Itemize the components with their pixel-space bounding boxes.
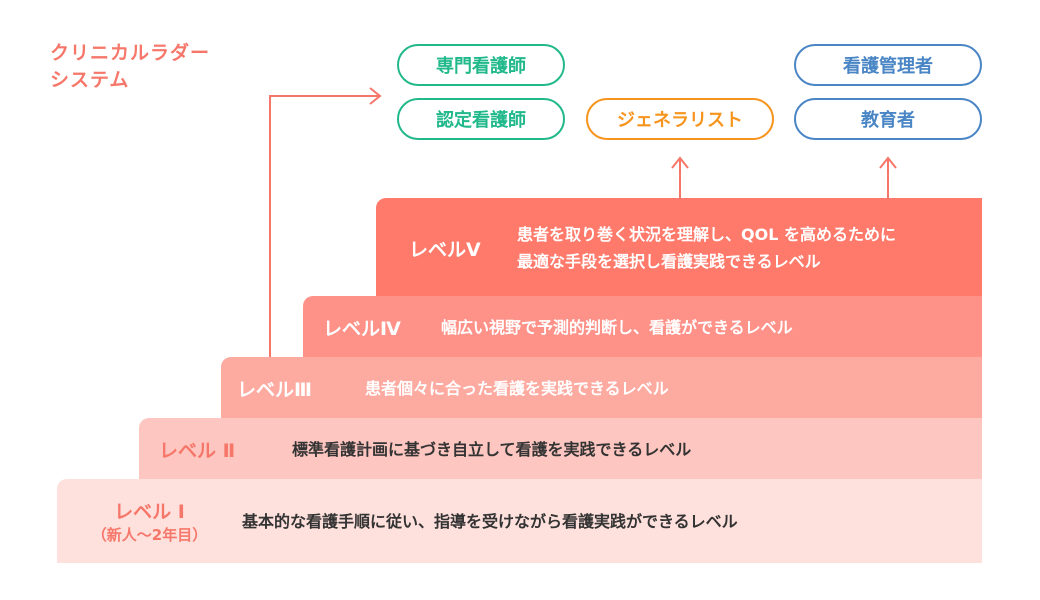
career-generalist: ジェネラリスト [586, 98, 774, 140]
career-educator: 教育者 [794, 98, 982, 140]
arrowhead-up-icon [879, 156, 897, 169]
level-3-description: 患者個々に合った看護を実践できるレベル [365, 379, 669, 398]
career-label: 専門看護師 [436, 56, 526, 77]
level-1-heading: レベル Ⅰ （新人〜2年目） [57, 497, 242, 545]
level-5-description: 患者を取り巻く状況を理解し、QOL を高めるために 最適な手段を選択し看護実践で… [517, 221, 896, 275]
level-1-label: レベル Ⅰ [114, 501, 185, 523]
diagram-title: クリニカルラダー システム [50, 40, 210, 94]
career-label: 認定看護師 [436, 110, 526, 131]
level-2-label: レベル Ⅱ [159, 440, 236, 462]
career-label: 看護管理者 [843, 56, 933, 77]
level-4-label: レベルⅣ [323, 318, 401, 340]
level-2-description: 標準看護計画に基づき自立して看護を実践できるレベル [292, 440, 692, 459]
level-3-label: レベルⅢ [237, 379, 312, 401]
level-5-desc-line-1: 患者を取り巻く状況を理解し、QOL を高めるために [517, 225, 896, 244]
career-label: 教育者 [861, 110, 915, 131]
arrowhead-right-icon [369, 87, 382, 105]
level-5-label: レベルⅤ [409, 238, 481, 261]
specialist-path-arrow [269, 95, 380, 357]
title-line-1: クリニカルラダー [50, 42, 211, 64]
level-1-sublabel: （新人〜2年目） [91, 526, 208, 544]
level-4-step: レベルⅣ 幅広い視野で予測的判断し、看護ができるレベル [303, 296, 982, 359]
career-certified-nurse: 認定看護師 [397, 98, 565, 140]
arrowhead-up-icon [671, 156, 689, 169]
title-line-2: システム [50, 69, 130, 91]
level-1-step: レベル Ⅰ （新人〜2年目） 基本的な看護手順に従い、指導を受けながら看護実践が… [57, 479, 982, 563]
level-5-desc-line-2: 最適な手段を選択し看護実践できるレベル [517, 252, 821, 271]
career-nursing-manager: 看護管理者 [794, 44, 982, 86]
level-3-step: レベルⅢ 患者個々に合った看護を実践できるレベル [221, 357, 982, 420]
level-5-step: レベルⅤ 患者を取り巻く状況を理解し、QOL を高めるために 最適な手段を選択し… [376, 198, 982, 298]
level-4-description: 幅広い視野で予測的判断し、看護ができるレベル [441, 318, 793, 337]
level-2-step: レベル Ⅱ 標準看護計画に基づき自立して看護を実践できるレベル [139, 418, 982, 481]
level-1-description: 基本的な看護手順に従い、指導を受けながら看護実践ができるレベル [242, 511, 738, 531]
career-specialist-nurse: 専門看護師 [397, 44, 565, 86]
career-label: ジェネラリスト [617, 110, 743, 131]
